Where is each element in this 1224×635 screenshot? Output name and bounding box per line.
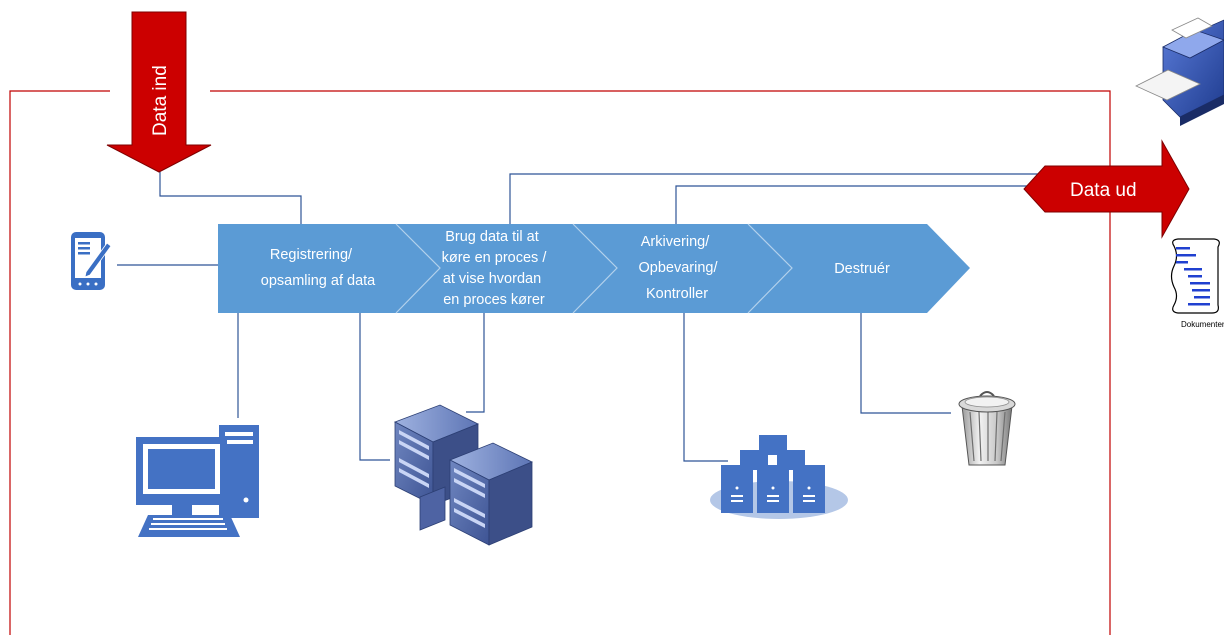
trash-can-icon xyxy=(958,391,1016,466)
connector-stage4-to-trash xyxy=(860,313,951,414)
process-flow: Registrering/ opsamling af data Brug dat… xyxy=(218,223,970,314)
input-arrow-label: Data ind xyxy=(150,65,171,136)
stage-registrering: Registrering/ opsamling af data xyxy=(261,247,376,289)
server-rack-icon xyxy=(394,404,533,546)
document-icon: Dokumenter xyxy=(1170,238,1224,329)
stage-brug-data-line-4: en proces kører xyxy=(443,292,545,308)
stage-destruer-line-1: Destruér xyxy=(834,261,890,277)
connector-lines xyxy=(117,172,1045,462)
document-caption: Dokumenter xyxy=(1181,320,1224,329)
printer-icon xyxy=(1135,17,1224,126)
stage-registrering-line-2: opsamling af data xyxy=(261,273,376,289)
connector-stage3-to-output xyxy=(675,185,1045,224)
stage-arkivering-line-3: Kontroller xyxy=(646,286,708,302)
connector-stage3-to-archive xyxy=(683,313,728,462)
stage-arkivering: Arkivering/ Opbevaring/ Kontroller xyxy=(638,234,721,302)
stage-registrering-line-1: Registrering/ xyxy=(270,247,353,263)
input-arrow: Data ind xyxy=(106,11,212,173)
tablet-icon xyxy=(71,232,112,290)
connector-stage1-to-servers xyxy=(359,313,390,461)
stage-brug-data-line-1: Brug data til at xyxy=(445,229,539,245)
output-arrow-label: Data ud xyxy=(1070,180,1137,201)
stage-arkivering-line-2: Opbevaring/ xyxy=(638,260,718,276)
output-arrow: Data ud xyxy=(1023,139,1190,239)
server-cluster-icon xyxy=(710,435,848,519)
connector-stage2-to-output xyxy=(509,173,1045,224)
stage-destruer: Destruér xyxy=(834,261,890,277)
stage-arkivering-line-1: Arkivering/ xyxy=(641,234,710,250)
stage-brug-data-line-3: at vise hvordan xyxy=(443,271,541,287)
stage-brug-data: Brug data til at køre en proces / at vis… xyxy=(442,229,551,308)
stage-brug-data-line-2: køre en proces / xyxy=(442,250,548,266)
system-boundary xyxy=(9,90,1111,635)
connector-stage2-to-servers xyxy=(466,313,485,413)
desktop-computer-icon xyxy=(136,425,259,537)
connector-input-to-stage1 xyxy=(159,172,302,224)
